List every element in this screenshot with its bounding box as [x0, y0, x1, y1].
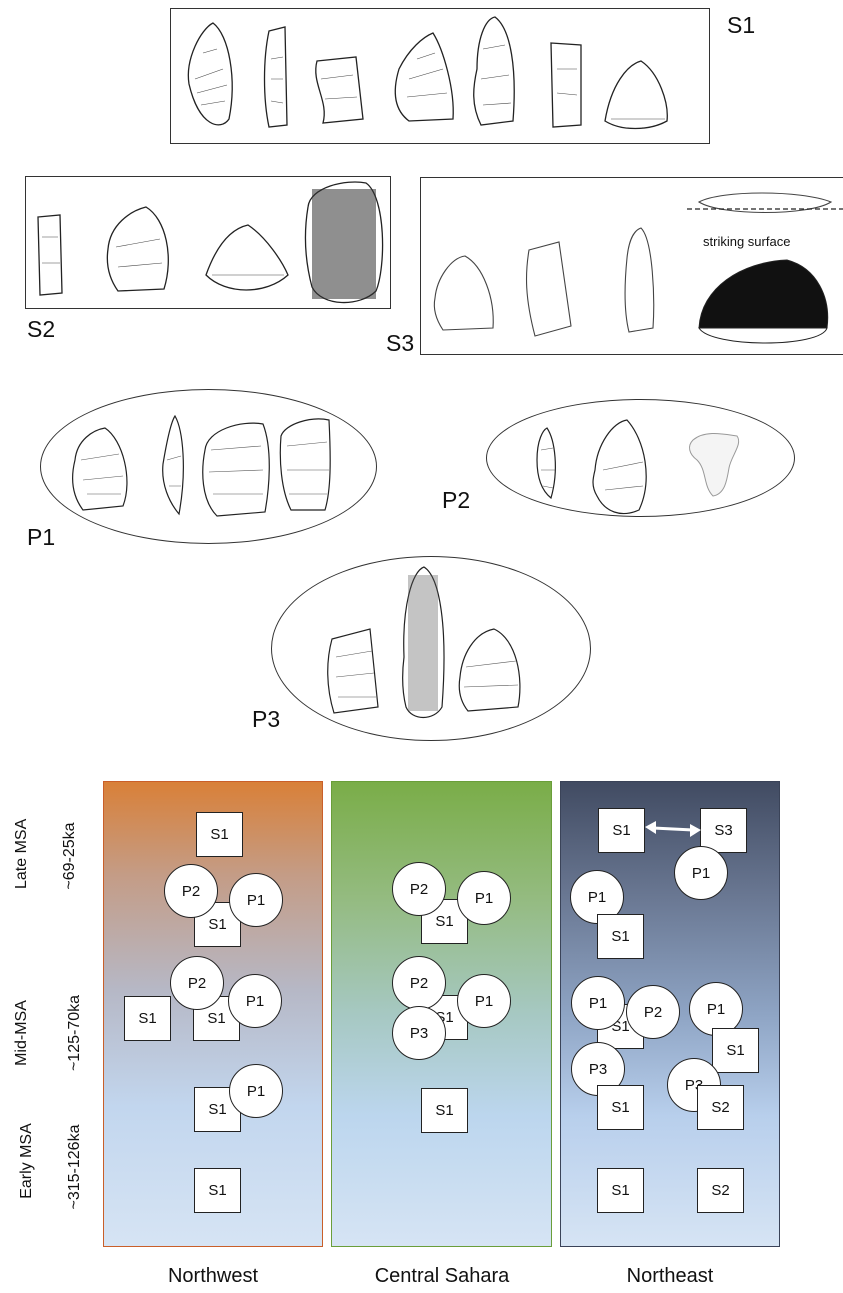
ne-early-s1: S1: [597, 1168, 644, 1213]
early-msa-label: Early MSA: [18, 1121, 36, 1201]
p3-label: P3: [252, 708, 280, 731]
p3-artifact-drawings: [272, 557, 592, 742]
nw-late-p2: P2: [164, 864, 218, 918]
s1-label: S1: [727, 14, 755, 37]
region-northwest: S1 S1 P2 P1 S1 S1 P2 P1 S1 P1 S1: [103, 781, 323, 1247]
p1-artifact-drawings: [41, 390, 378, 545]
nw-early-s1-b: S1: [194, 1168, 241, 1213]
cs-mid-p1: P1: [457, 974, 511, 1028]
ne-mid-s1-right: S1: [712, 1028, 759, 1073]
p2-label: P2: [442, 489, 470, 512]
s3-panel: [420, 177, 843, 355]
s3-striking-surface-note: striking surface: [703, 234, 790, 249]
central-sahara-label: Central Sahara: [327, 1265, 557, 1288]
ne-mid-p1: P1: [571, 976, 625, 1030]
nw-mid-s1-left: S1: [124, 996, 171, 1041]
mid-msa-label: Mid-MSA: [13, 998, 31, 1068]
cs-mid-p3: P3: [392, 1006, 446, 1060]
nw-late-p1: P1: [229, 873, 283, 927]
s3-artifact-drawings: [421, 178, 843, 356]
ne-late-p1-right: P1: [674, 846, 728, 900]
region-northeast: S1 S3 P1 P1 S1 S1 P1 P2 P1 S1 P3 P3 S1 S…: [560, 781, 780, 1247]
cs-late-p2: P2: [392, 862, 446, 916]
s3-label: S3: [386, 332, 414, 355]
cs-early-s1: S1: [421, 1088, 468, 1133]
ne-late-s1-b: S1: [597, 914, 644, 959]
p2-panel: [486, 399, 795, 517]
s2-label: S2: [27, 318, 55, 341]
nw-late-s1: S1: [196, 812, 243, 857]
p2-artifact-drawings: [487, 400, 796, 518]
nw-mid-p1: P1: [228, 974, 282, 1028]
s1-panel: [170, 8, 710, 144]
s2-artifact-drawings: [26, 177, 392, 310]
ne-mid-s2: S2: [697, 1085, 744, 1130]
nw-early-p1: P1: [229, 1064, 283, 1118]
ne-early-s2: S2: [697, 1168, 744, 1213]
northeast-label: Northeast: [555, 1265, 785, 1288]
cs-late-p1: P1: [457, 871, 511, 925]
s1-artifact-drawings: [171, 9, 711, 145]
nw-mid-p2: P2: [170, 956, 224, 1010]
ne-mid-p2: P2: [626, 985, 680, 1039]
ne-late-s1: S1: [598, 808, 645, 853]
ne-mid-s1-low: S1: [597, 1085, 644, 1130]
northwest-label: Northwest: [98, 1265, 328, 1288]
p1-panel: [40, 389, 377, 544]
cs-mid-p2: P2: [392, 956, 446, 1010]
p1-label: P1: [27, 526, 55, 549]
early-msa-age-label: ~315-126ka: [66, 1117, 84, 1217]
s2-panel: [25, 176, 391, 309]
p3-panel: [271, 556, 591, 741]
ne-exchange-arrow-icon: [645, 818, 701, 838]
region-central-sahara: S1 P2 P1 S1 P2 P1 P3 S1: [331, 781, 552, 1247]
mid-msa-age-label: ~125-70ka: [66, 983, 84, 1083]
late-msa-age-label: ~69-25ka: [61, 811, 79, 901]
late-msa-label: Late MSA: [13, 819, 31, 889]
